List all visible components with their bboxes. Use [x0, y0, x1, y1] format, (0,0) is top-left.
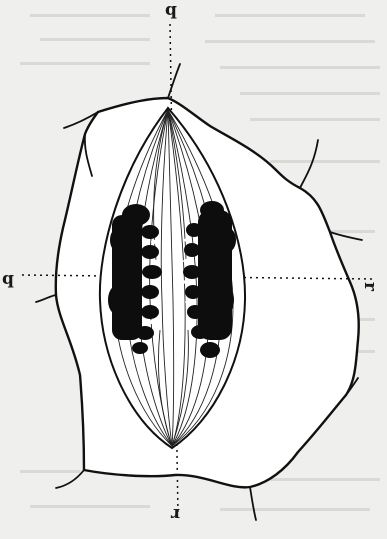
axis-label-bottom: r	[171, 505, 180, 522]
axis-label-top: q	[165, 2, 177, 19]
axis-label-right: r	[361, 282, 378, 291]
axis-label-left: q	[2, 271, 14, 288]
